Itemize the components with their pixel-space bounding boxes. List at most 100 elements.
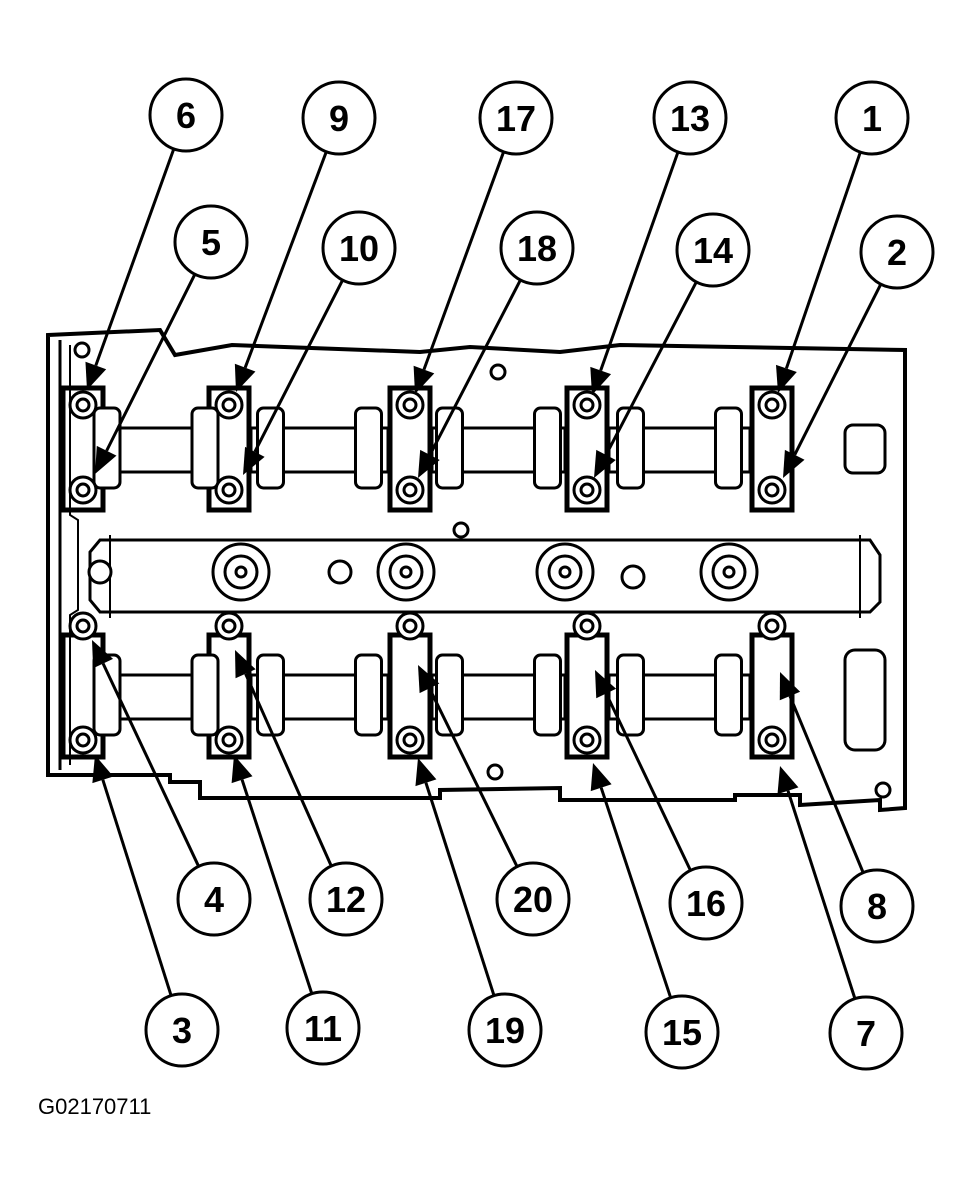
arrowhead-1 bbox=[776, 364, 797, 393]
cap-bolt-head bbox=[764, 397, 780, 413]
callout-12: 12 bbox=[308, 861, 384, 937]
cap-bolt-head bbox=[75, 618, 91, 634]
callout-number: 6 bbox=[176, 95, 196, 136]
arrowhead-9 bbox=[234, 363, 256, 392]
leader-line-12 bbox=[244, 673, 333, 867]
callout-number: 2 bbox=[887, 232, 907, 273]
arrowhead-7 bbox=[777, 766, 799, 795]
leader-line-15 bbox=[599, 787, 673, 999]
cap-bolt-head bbox=[579, 732, 595, 748]
upper-cam-lobe bbox=[190, 406, 220, 490]
upper-cam-end bbox=[843, 423, 887, 475]
callout-4: 4 bbox=[176, 861, 252, 937]
rail-bolt bbox=[87, 559, 113, 585]
callout-leaders bbox=[85, 148, 883, 1000]
cap-bolt-head bbox=[402, 482, 418, 498]
cap-bolt-head bbox=[579, 618, 595, 634]
arrowhead-10 bbox=[243, 446, 265, 475]
callout-20: 20 bbox=[495, 861, 571, 937]
callout-14: 14 bbox=[675, 212, 751, 288]
arrowhead-3 bbox=[92, 755, 114, 784]
arrowhead-11 bbox=[231, 755, 253, 784]
callout-number: 5 bbox=[201, 222, 221, 263]
cap-bolt-head bbox=[75, 732, 91, 748]
callout-number: 19 bbox=[485, 1010, 525, 1051]
callout-circle bbox=[176, 861, 252, 937]
cap-bolt-head bbox=[402, 618, 418, 634]
arrowhead-4 bbox=[92, 640, 114, 669]
arrowhead-13 bbox=[590, 366, 612, 395]
spark-plug-well-center bbox=[234, 565, 248, 579]
cap-bolt-head bbox=[221, 397, 237, 413]
lower-cam-sprocket bbox=[843, 648, 887, 752]
arrowhead-17 bbox=[413, 365, 435, 394]
lower-cam-lobe bbox=[354, 653, 383, 737]
callout-number: 17 bbox=[496, 98, 536, 139]
callout-18: 18 bbox=[499, 210, 575, 286]
head-hole bbox=[73, 341, 91, 359]
callout-number: 20 bbox=[513, 879, 553, 920]
upper-cap bbox=[564, 385, 610, 513]
cap-bolt-head bbox=[579, 482, 595, 498]
callout-number: 1 bbox=[862, 98, 882, 139]
camshaft-lobes bbox=[92, 406, 887, 752]
arrowhead-6 bbox=[85, 361, 107, 390]
callout-5: 5 bbox=[173, 204, 249, 280]
upper-cap bbox=[749, 385, 795, 513]
callout-circle bbox=[675, 212, 751, 288]
leader-line-8 bbox=[788, 695, 865, 874]
spark-plug-wells bbox=[73, 341, 892, 799]
leader-line-9 bbox=[243, 151, 328, 369]
rail-bolt bbox=[620, 564, 646, 590]
leader-line-10 bbox=[253, 279, 344, 453]
callout-8: 8 bbox=[839, 868, 915, 944]
callout-number: 14 bbox=[693, 230, 733, 271]
callout-1: 1 bbox=[834, 80, 910, 156]
callout-3: 3 bbox=[144, 992, 220, 1068]
callout-19: 19 bbox=[467, 992, 543, 1068]
leader-line-11 bbox=[240, 779, 314, 995]
arrowhead-19 bbox=[415, 758, 437, 787]
callout-number: 11 bbox=[304, 1008, 342, 1049]
cap-bolt-head bbox=[402, 732, 418, 748]
callout-9: 9 bbox=[301, 80, 377, 156]
callout-circle bbox=[148, 77, 224, 153]
cap-bolt-head bbox=[764, 618, 780, 634]
arrowhead-20 bbox=[418, 665, 440, 694]
head-hole bbox=[489, 363, 507, 381]
rail-bolt bbox=[327, 559, 353, 585]
callout-circle bbox=[495, 861, 571, 937]
callout-circle bbox=[144, 992, 220, 1068]
callout-17: 17 bbox=[478, 80, 554, 156]
spark-plug-well-center bbox=[722, 565, 736, 579]
callout-number: 18 bbox=[517, 228, 557, 269]
cap-bolt-head bbox=[75, 397, 91, 413]
callout-circle bbox=[173, 204, 249, 280]
lower-cam-lobe bbox=[190, 653, 220, 737]
callout-number: 15 bbox=[662, 1012, 702, 1053]
callout-number: 3 bbox=[172, 1010, 192, 1051]
callout-2: 2 bbox=[859, 214, 935, 290]
leader-line-13 bbox=[599, 151, 680, 371]
callout-16: 16 bbox=[668, 865, 744, 941]
cap-bolt-head bbox=[221, 732, 237, 748]
cap-bolt-head bbox=[402, 397, 418, 413]
callout-number: 8 bbox=[867, 886, 887, 927]
arrowhead-5 bbox=[95, 445, 117, 474]
callout-circle bbox=[478, 80, 554, 156]
callout-circle bbox=[839, 868, 915, 944]
cap-bolt-head bbox=[764, 482, 780, 498]
callout-13: 13 bbox=[652, 80, 728, 156]
leader-line-6 bbox=[94, 148, 176, 367]
leader-line-17 bbox=[422, 151, 506, 371]
leader-line-5 bbox=[105, 273, 197, 452]
callout-circle bbox=[668, 865, 744, 941]
arrowhead-14 bbox=[594, 449, 616, 478]
callout-number: 16 bbox=[686, 883, 726, 924]
callout-circle bbox=[285, 990, 361, 1066]
callout-circle bbox=[828, 995, 904, 1071]
upper-cap bbox=[387, 385, 433, 513]
leader-line-14 bbox=[604, 281, 698, 456]
